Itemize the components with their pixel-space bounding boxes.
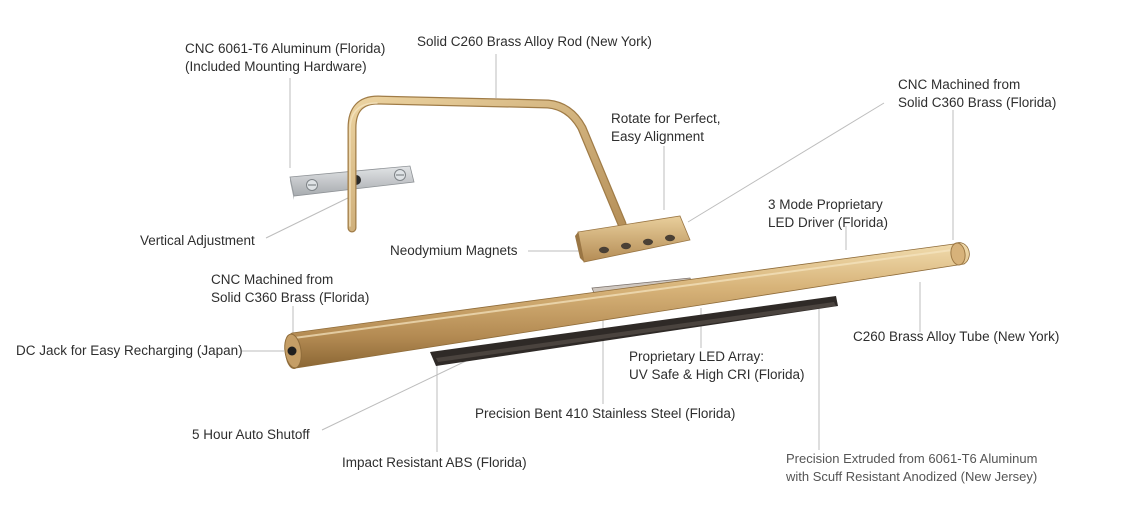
label-cap-left: CNC Machined from Solid C360 Brass (Flor… <box>211 272 370 305</box>
label-led-array: Proprietary LED Array: UV Safe & High CR… <box>629 349 805 382</box>
magnet-icon <box>599 246 609 254</box>
label-magnets: Neodymium Magnets <box>390 243 518 258</box>
label-rod-material: Solid C260 Brass Alloy Rod (New York) <box>417 34 652 49</box>
right-end-cap <box>950 242 966 266</box>
label-rotate: Rotate for Perfect, Easy Alignment <box>611 111 721 144</box>
label-mount-material: CNC 6061-T6 Aluminum (Florida) (Included… <box>185 41 386 74</box>
label-dc-jack: DC Jack for Easy Recharging (Japan) <box>16 343 243 358</box>
brass-tube <box>284 242 970 369</box>
label-extrusion: Precision Extruded from 6061-T6 Aluminum… <box>786 451 1038 484</box>
magnet-icon <box>621 242 631 250</box>
label-abs: Impact Resistant ABS (Florida) <box>342 455 527 470</box>
led-strip <box>430 296 838 366</box>
label-tube: C260 Brass Alloy Tube (New York) <box>853 329 1060 344</box>
label-shutoff: 5 Hour Auto Shutoff <box>192 427 310 442</box>
label-steel: Precision Bent 410 Stainless Steel (Flor… <box>475 406 736 421</box>
magnet-icon <box>665 234 675 242</box>
brass-arm <box>347 95 627 233</box>
label-led-driver: 3 Mode Proprietary LED Driver (Florida) <box>768 197 889 230</box>
dc-jack-icon <box>287 346 297 356</box>
label-vertical-adjustment: Vertical Adjustment <box>140 233 255 248</box>
label-cap-right: CNC Machined from Solid C360 Brass (Flor… <box>898 77 1057 110</box>
magnet-icon <box>643 238 653 246</box>
magnet-head <box>575 215 691 263</box>
